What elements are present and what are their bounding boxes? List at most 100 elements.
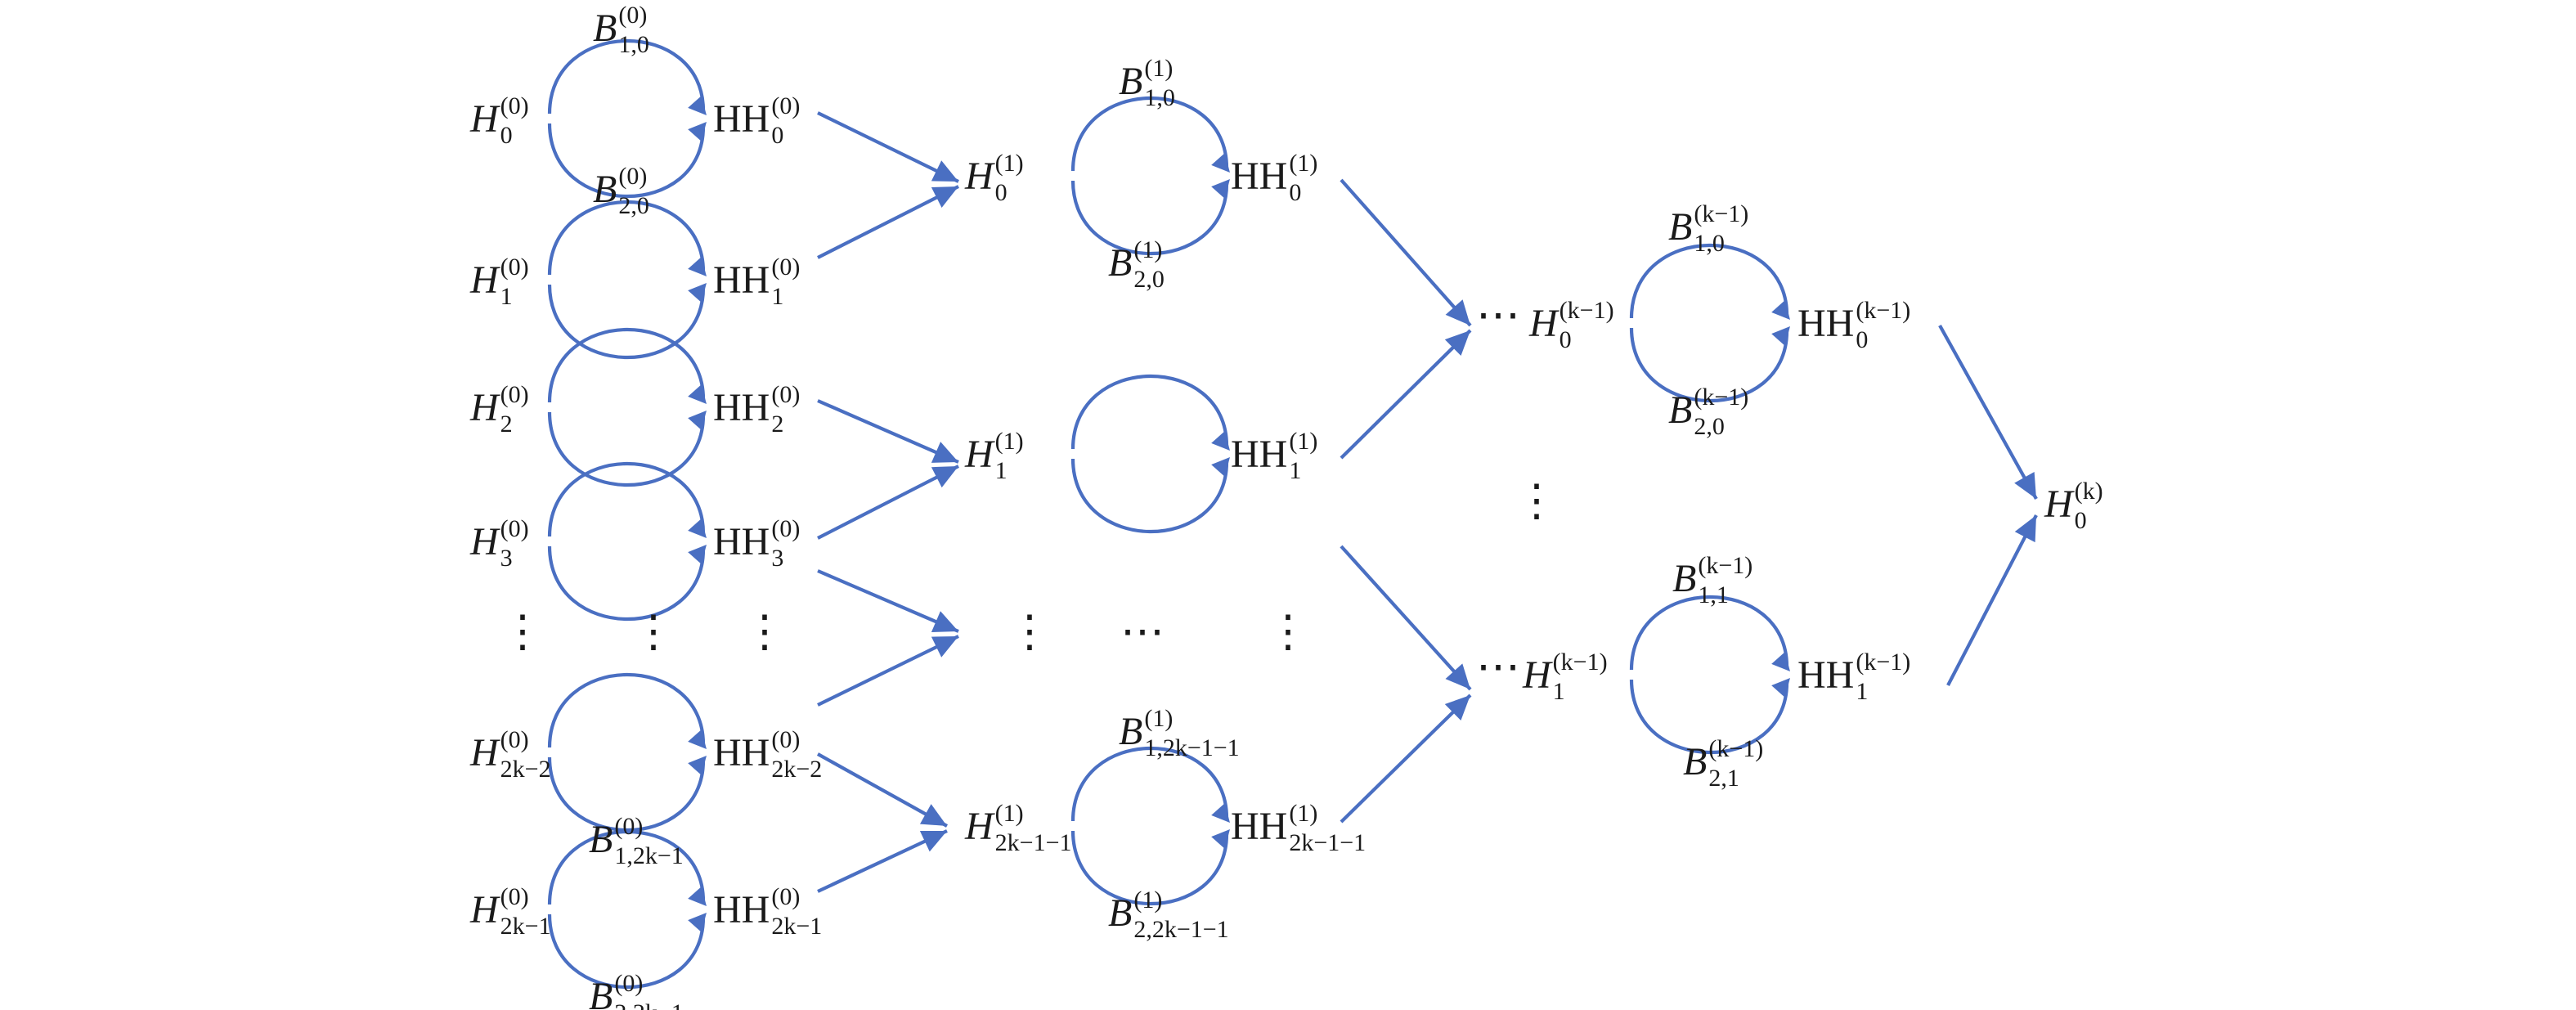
level0-loop-2-bottom-arrowhead [688,411,707,430]
level1-b-bot-2-base: B [1108,891,1132,935]
root-node-superscript: (k) [2075,478,2103,505]
edge-l0-1-to-l1-0-arrowhead [931,186,958,209]
edge-l1-dots-to-lk-1 [1340,545,1472,691]
edge-ellipsis-a-to-l1-dots [817,569,959,633]
level0-h-1-base: H [469,258,500,302]
edge-l1-1-to-lk-0 [1340,329,1472,460]
level0-h-1-superscript: (0) [500,254,529,281]
levelk-b-top-0-subscript: 1,0 [1694,230,1725,257]
levelk-hh-1-superscript: (k−1) [1856,649,1910,676]
level0-h-2-base: H [469,386,500,429]
edge-l0-1-to-l1-0 [817,185,959,259]
levelk-loop-1-top-arc [1629,595,1789,671]
level1-loop-0-bottom-arrowhead [1211,179,1230,199]
levelk-hh-0-base: HH [1797,302,1854,345]
edge-lk-1-to-root-arrowhead [2014,515,2036,543]
level1-h-0-superscript: (1) [995,150,1024,177]
level1-h-1-subscript: 1 [995,457,1008,484]
edge-l0-3-to-l1-1-arrowhead [931,466,958,488]
level0-hh-3-base: HH [713,520,770,563]
levelk-loop-1-top-arrowhead [1771,652,1790,671]
level0-b-bot-5-subscript: 2,2k−1 [614,999,683,1010]
level0-loop-5-bottom-arc [547,913,706,989]
level0-hh-3-superscript: (0) [771,515,800,542]
root-node-subscript: 0 [2075,507,2087,534]
level1-h-1-superscript: (1) [995,428,1024,455]
level1-loop-0-top-arrowhead [1211,153,1230,173]
level0-loop-1-bottom-arrowhead [688,283,707,303]
levelk-h-1-subscript: 1 [1553,678,1565,705]
level0-b-top-1-subscript: 2,0 [618,192,649,219]
edge-l1-0-to-lk-0 [1340,178,1472,327]
level0-b-bot-4-subscript: 1,2k−1 [614,842,683,869]
level0-loop-2-top-arc [547,328,706,403]
level0-ellipsis-2: ⋮ [631,607,675,656]
levelk-h-1-superscript: (k−1) [1553,649,1608,676]
level0-h-4-base: H [469,731,500,774]
edge-l0-4-to-l1-2 [816,752,949,828]
levelk-prefix-dots-0: ⋯ [1476,290,1520,339]
level1-h-2-base: H [964,805,995,848]
level0-loop-1-top-arrowhead [688,257,707,276]
levelk-loop-0-bottom-arrowhead [1771,326,1790,346]
level1-hh-1-superscript: (1) [1289,428,1317,455]
levelk-loop-1-bottom-arrowhead [1771,678,1790,698]
level0-hh-1-superscript: (0) [771,254,800,281]
level0-loop-3-bottom-arc [547,545,706,621]
level0-hh-5-superscript: (0) [771,883,800,910]
levelk-loop-0-top-arc [1629,244,1789,319]
edge-l1-2-to-lk-1-arrowhead [1444,695,1470,721]
level0-h-0-superscript: (0) [500,92,529,119]
edge-lk-1-to-root [1946,514,2038,686]
level0-h-0-subscript: 0 [500,122,513,149]
level0-b-top-1-base: B [593,168,617,211]
levelk-hh-0-subscript: 0 [1856,326,1868,353]
level0-h-3-base: H [469,520,500,563]
level1-b-top-0-base: B [1119,60,1142,103]
edge-l0-2-to-l1-1 [817,399,959,464]
edge-l0-3-to-l1-1 [817,465,959,540]
level0-h-2-superscript: (0) [500,381,529,408]
levelk-b-bot-0-subscript: 2,0 [1694,413,1725,440]
edge-l0-4-to-l1-2-arrowhead [919,804,947,826]
level1-b-top-2-superscript: (1) [1144,705,1173,732]
edge-l1-2-to-lk-1 [1340,694,1472,824]
level0-b-bot-4-base: B [589,818,613,861]
level1-hh-0-superscript: (1) [1289,150,1317,177]
level0-h-5-subscript: 2k−1 [500,913,551,940]
level1-loop-1-top-arc [1070,375,1229,450]
level0-hh-0-base: HH [713,97,770,141]
level1-b-bot-2-subscript: 2,2k−1−1 [1133,916,1228,943]
level0-loop-0-top-arrowhead [688,96,707,115]
level0-loop-5-top-arc [547,830,706,905]
level0-loop-3-top-arrowhead [688,518,707,538]
level1-loop-2-top-arrowhead [1211,803,1230,823]
level1-loop-2-bottom-arrowhead [1211,829,1230,849]
level0-h-5-superscript: (0) [500,883,529,910]
level0-b-top-1-superscript: (0) [618,163,647,190]
level1-loop-2-bottom-arc [1070,830,1229,905]
edge-l1-1-to-lk-0-arrowhead [1444,330,1470,357]
levelk-b-bot-1-base: B [1683,740,1707,783]
level0-hh-2-base: HH [713,386,770,429]
levelk-hh-0-superscript: (k−1) [1856,297,1910,324]
level0-hh-2-subscript: 2 [771,411,783,438]
level0-hh-1-subscript: 1 [771,283,783,310]
level1-b-bot-0-base: B [1108,241,1132,285]
